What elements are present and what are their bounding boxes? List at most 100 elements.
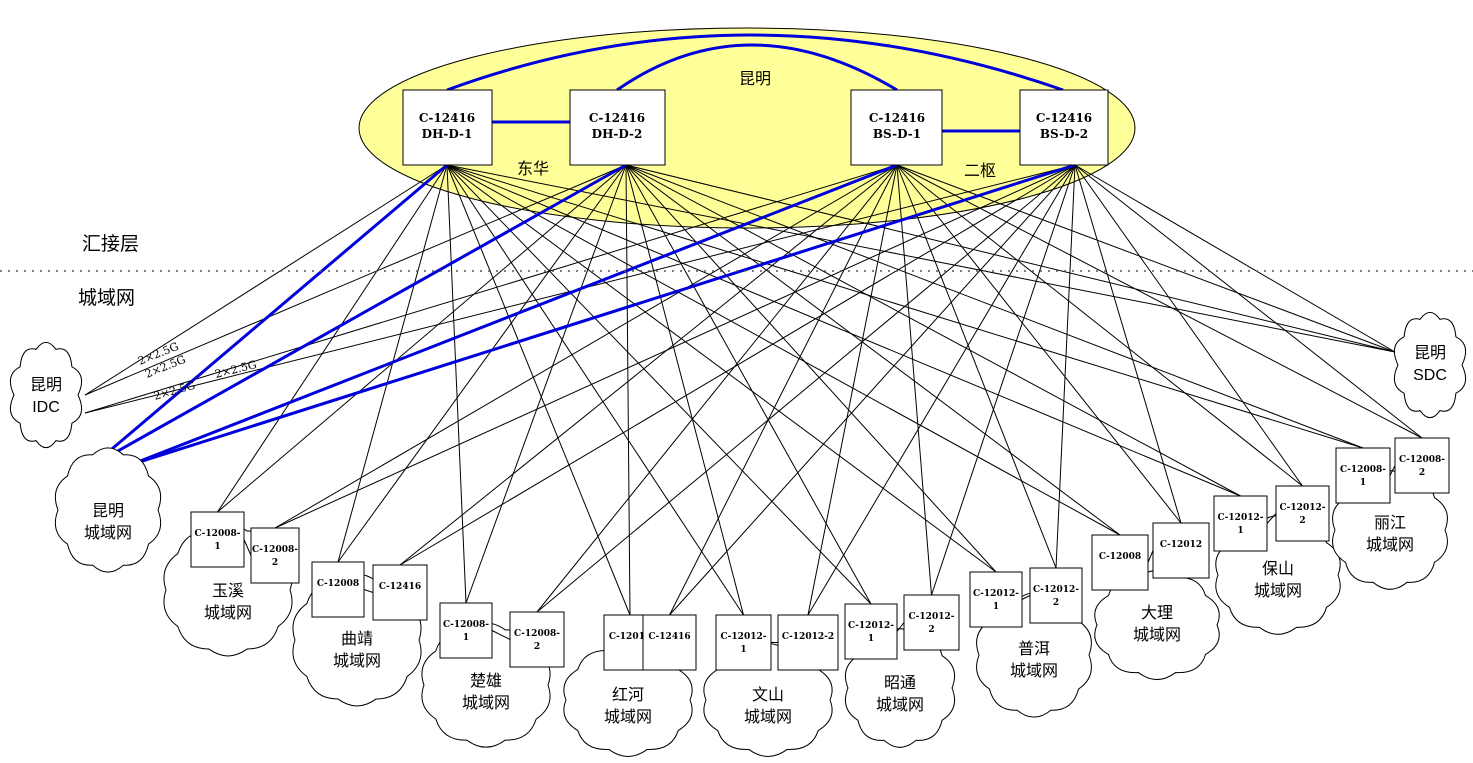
kunming-metro-label: 城域网 xyxy=(84,523,132,542)
honghe-router-2: C-12416 xyxy=(642,614,697,671)
wenshan-uplink-4 xyxy=(807,164,1076,616)
dali-city-label: 大理 xyxy=(1141,603,1173,622)
chuxiong-city-label: 楚雄 xyxy=(470,671,502,690)
lijiang-router-2-label-2: 2 xyxy=(1419,468,1425,478)
chuxiong-uplink-4 xyxy=(536,164,1076,613)
puer-metro-label: 城域网 xyxy=(1010,661,1058,680)
core-node-dh2: C-12416 DH-D-2 xyxy=(569,89,666,166)
chuxiong-metro-label: 城域网 xyxy=(462,693,510,712)
bandwidth-label-3: 2×2.5G xyxy=(152,379,196,403)
baoshan-router-1-label-2: 1 xyxy=(1237,526,1243,536)
lijiang-router-2: C-12008- 2 xyxy=(1394,437,1450,494)
baoshan-uplink-3 xyxy=(896,164,1303,487)
dali-router-2-label-1: C-12012 xyxy=(1160,540,1202,550)
zhaotong-metro-label: 城域网 xyxy=(876,695,924,714)
baoshan-uplink-2 xyxy=(625,164,1241,497)
honghe-metro-label: 城域网 xyxy=(604,707,652,726)
chuxiong-uplink-1 xyxy=(446,164,467,604)
puer-city-label: 普洱 xyxy=(1018,639,1050,658)
chuxiong-router-1-label-1: C-12008- xyxy=(443,620,489,630)
core-node-dh1-model: C-12416 xyxy=(419,111,475,125)
puer-router-1-label-1: C-12012- xyxy=(973,589,1019,599)
zhaotong-router-1-label-1: C-12012- xyxy=(848,621,894,631)
lijiang-box-link xyxy=(1389,465,1396,476)
yuxi-router-1-label-1: C-12008- xyxy=(195,529,241,539)
zhaotong-router-2-label-2: 2 xyxy=(928,625,934,635)
core-node-bs1: C-12416 BS-D-1 xyxy=(850,89,943,166)
baoshan-router-2-label-2: 2 xyxy=(1299,516,1305,526)
qujing-router-1-label-1: C-12008 xyxy=(317,579,359,589)
dali-router-1: C-12008 xyxy=(1091,534,1149,591)
puer-router-1-label-2: 1 xyxy=(993,602,999,612)
honghe-router-1-label-1: C-12012 xyxy=(609,632,651,642)
dali-uplink-2 xyxy=(625,164,1121,536)
lijiang-uplink-4 xyxy=(1074,164,1423,439)
baoshan-router-1: C-12012- 1 xyxy=(1213,495,1268,552)
chuxiong-router-2-label-2: 2 xyxy=(534,642,540,652)
puer-router-2: C-12012-2 xyxy=(1029,567,1083,624)
idc-label-name: IDC xyxy=(32,399,60,416)
core-node-bs1-model: C-12416 xyxy=(869,111,925,125)
core-region-label: 昆明 xyxy=(739,69,771,88)
puer-box-link xyxy=(1021,595,1031,600)
yuxi-box-link xyxy=(243,539,252,556)
dali-box-link xyxy=(1147,550,1154,563)
erchu-site-label: 二枢 xyxy=(964,161,996,180)
sdc-link-4 xyxy=(1074,164,1396,353)
core-node-dh1-name: DH-D-1 xyxy=(422,127,473,141)
qujing-router-2: C-12416 xyxy=(372,564,428,621)
qujing-router-2-label-1: C-12416 xyxy=(379,582,421,592)
baoshan-uplink-4 xyxy=(1074,164,1303,487)
metro-layer-label: 城域网 xyxy=(78,287,135,309)
dali-uplink-3 xyxy=(896,164,1182,524)
yuxi-uplink-2 xyxy=(217,164,627,513)
chuxiong-uplink-2 xyxy=(465,164,627,604)
dali-router-1-label-1: C-12008 xyxy=(1099,552,1141,562)
core-link-dh1-bs2 xyxy=(446,33,1064,92)
idc-link-1 xyxy=(84,164,448,396)
chuxiong-box-link xyxy=(491,630,511,640)
baoshan-box-link xyxy=(1266,513,1277,524)
lijiang-city-label: 丽江 xyxy=(1374,513,1406,532)
baoshan-router-2: C-12012- 2 xyxy=(1275,485,1330,542)
honghe-uplink-3 xyxy=(669,164,898,616)
yuxi-uplink-3 xyxy=(274,164,898,529)
dali-uplink-1 xyxy=(446,164,1121,536)
yuxi-router-1: C-12008-1 xyxy=(190,511,245,568)
lijiang-router-1: C-12008-1 xyxy=(1335,447,1391,504)
honghe-city-label: 红河 xyxy=(612,685,644,704)
qujing-uplink-3 xyxy=(399,164,898,566)
baoshan-router-1-label-1: C-12012- xyxy=(1218,513,1264,523)
wenshan-uplink-2 xyxy=(625,164,744,616)
baoshan-router-2-label-1: C-12012- xyxy=(1280,503,1326,513)
yuxi-router-2-label-1: C-12008- xyxy=(252,545,298,555)
baoshan-city-label: 保山 xyxy=(1262,559,1294,578)
aggregation-layer-label: 汇接层 xyxy=(82,233,139,255)
core-link-dh2-bs1 xyxy=(616,43,898,92)
wenshan-uplink-1 xyxy=(446,164,744,616)
zhaotong-router-1: C-12012-1 xyxy=(844,603,898,660)
lijiang-router-2-label-1: C-12008- xyxy=(1399,455,1445,465)
qujing-router-1: C-12008 xyxy=(311,561,365,618)
qujing-metro-label: 城域网 xyxy=(333,651,381,670)
qujing-uplink-2 xyxy=(337,164,627,563)
lijiang-metro-label: 城域网 xyxy=(1366,535,1414,554)
core-node-bs1-name: BS-D-1 xyxy=(873,127,921,141)
kunming-metro-uplink-2 xyxy=(92,163,627,467)
puer-uplink-3 xyxy=(896,164,1057,569)
idc-link-2 xyxy=(84,164,627,396)
kunming-metro-uplink-4 xyxy=(129,163,1076,467)
wenshan-router-1-label-2: 1 xyxy=(740,645,746,655)
sdc-link-1 xyxy=(446,164,1396,353)
